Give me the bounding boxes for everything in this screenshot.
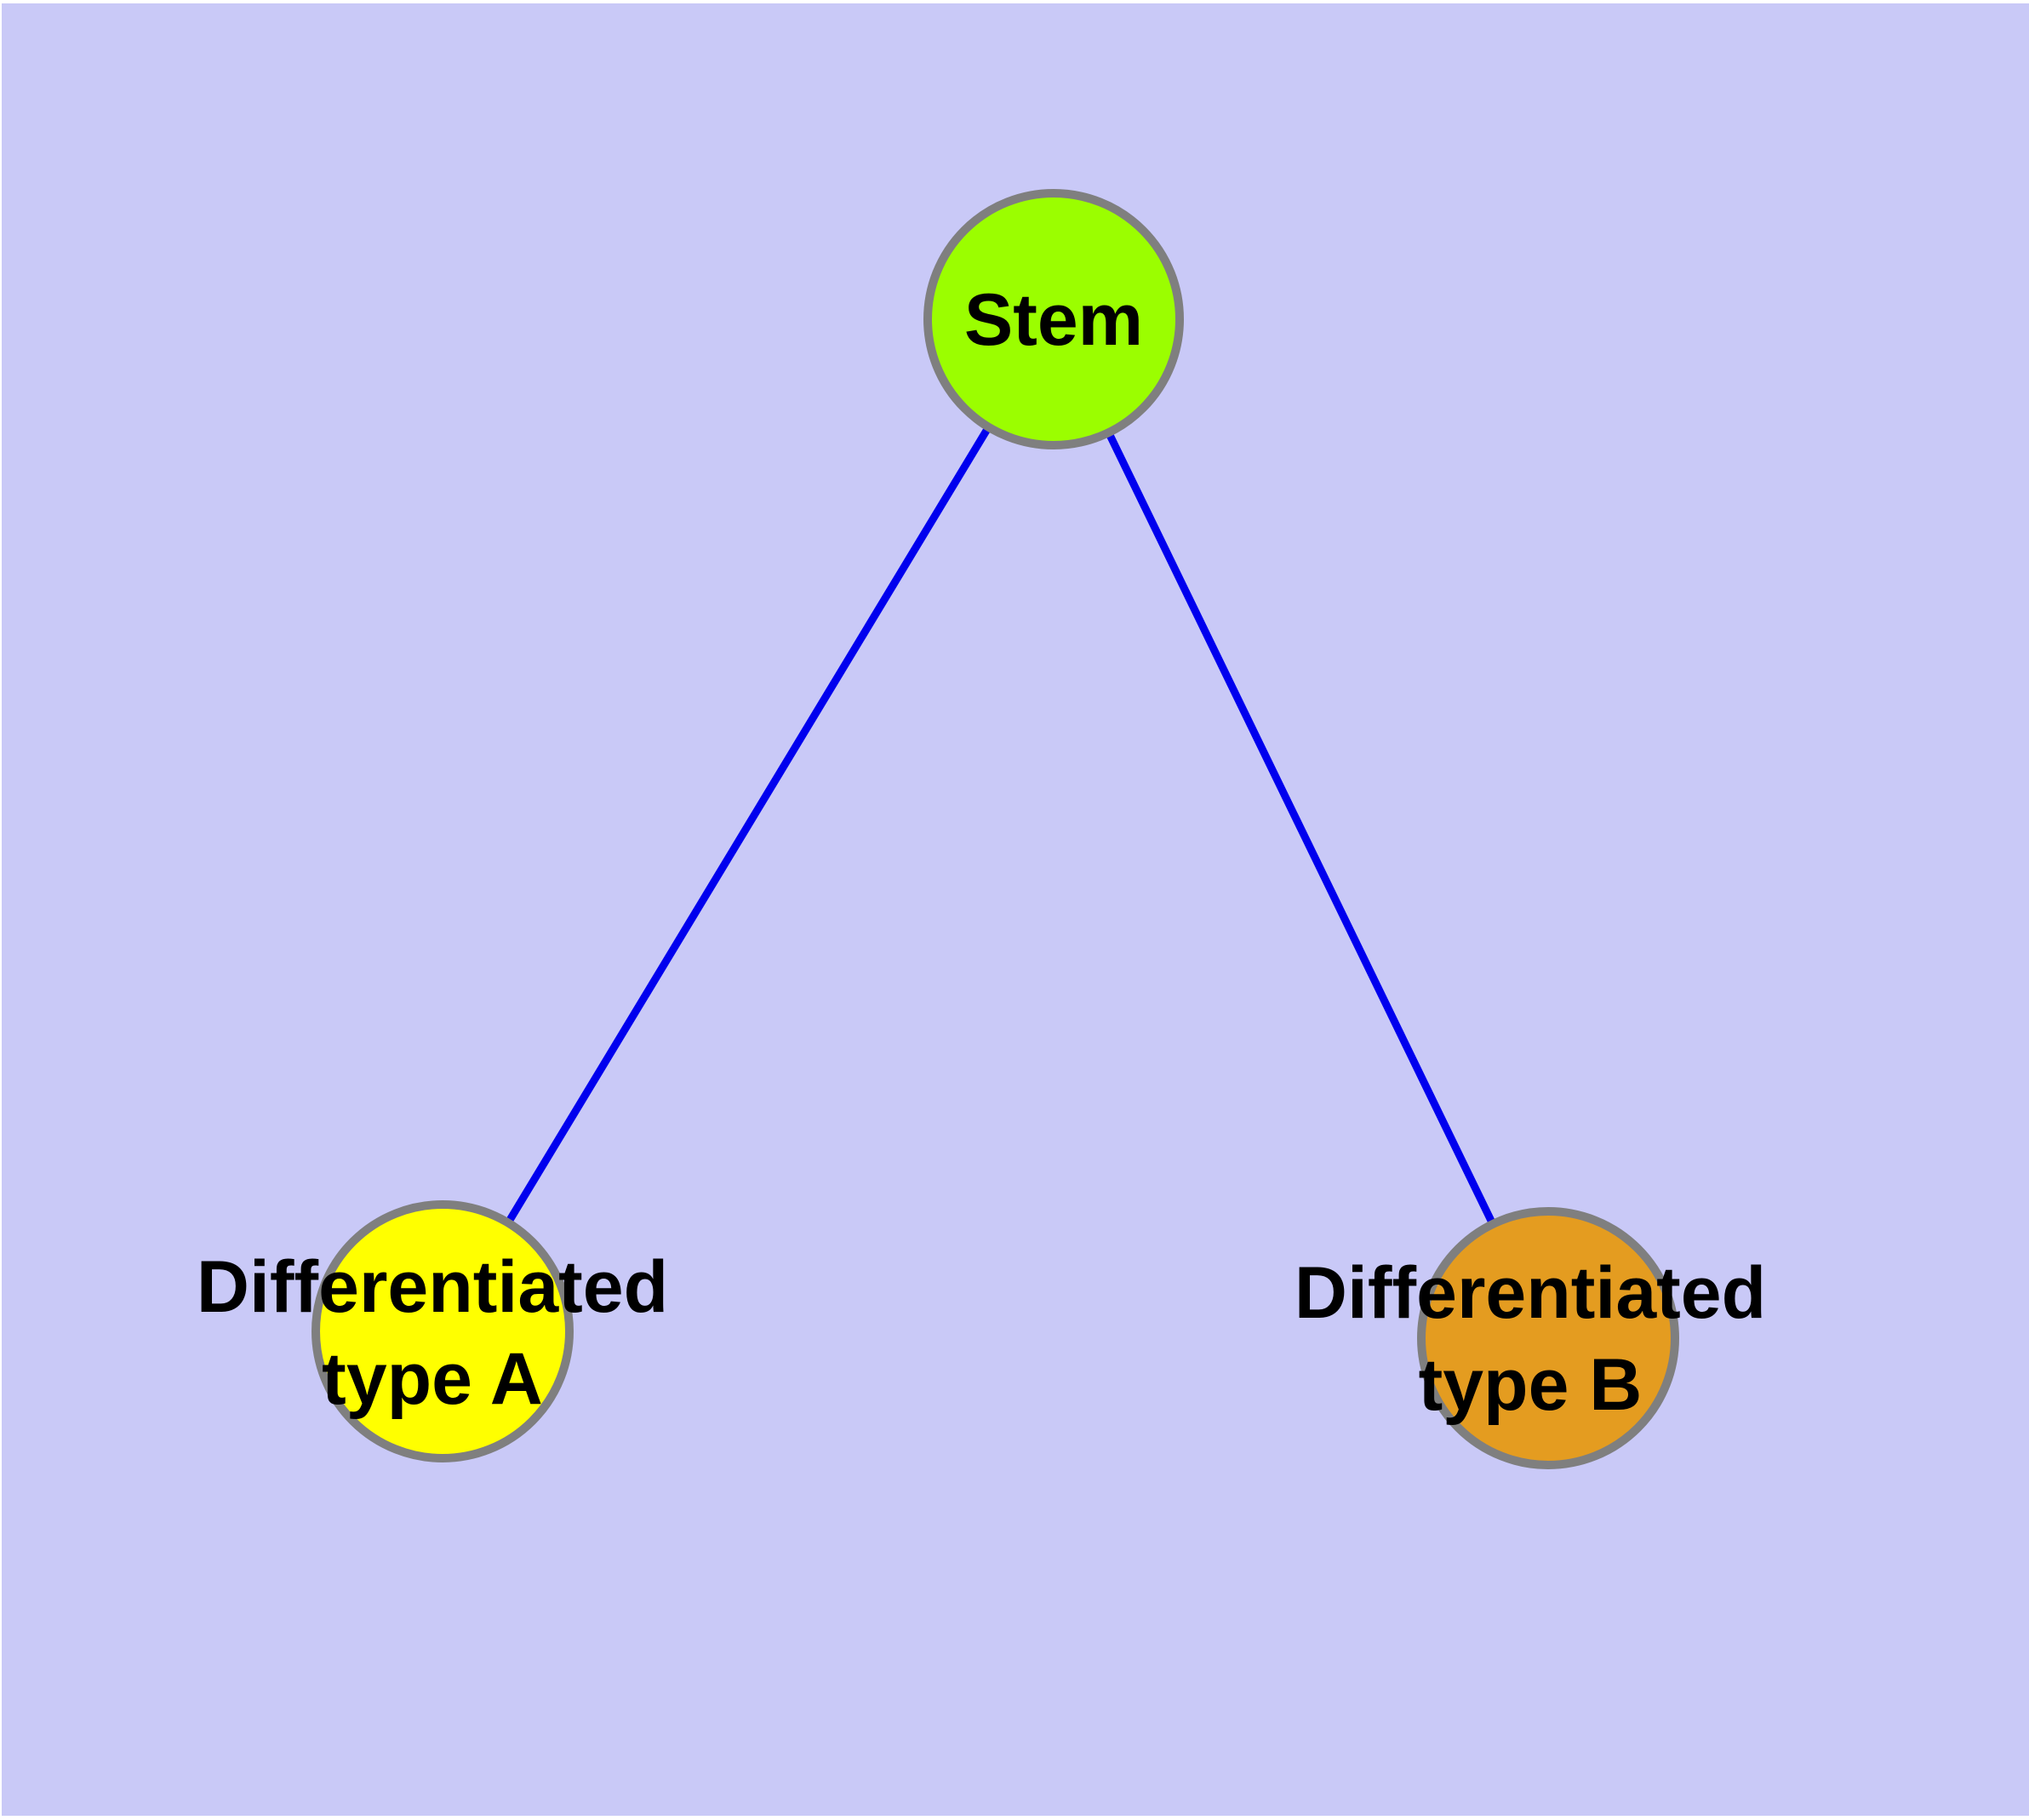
node-type-a — [311, 1200, 574, 1462]
edge-stem-to-type-b — [1049, 318, 1552, 1340]
graph-svg — [2, 3, 2029, 1816]
node-type-b-label: Differentiated type B — [1294, 1252, 1767, 1426]
node-stem — [923, 189, 1184, 449]
node-type-a-label: Differentiated type A — [196, 1246, 669, 1420]
edge-stem-to-type-a — [439, 317, 1057, 1334]
node-stem-label: Stem — [963, 279, 1144, 361]
node-type-b — [1417, 1207, 1679, 1469]
diagram-canvas: Stem Differentiated type A Differentiate… — [2, 3, 2029, 1816]
